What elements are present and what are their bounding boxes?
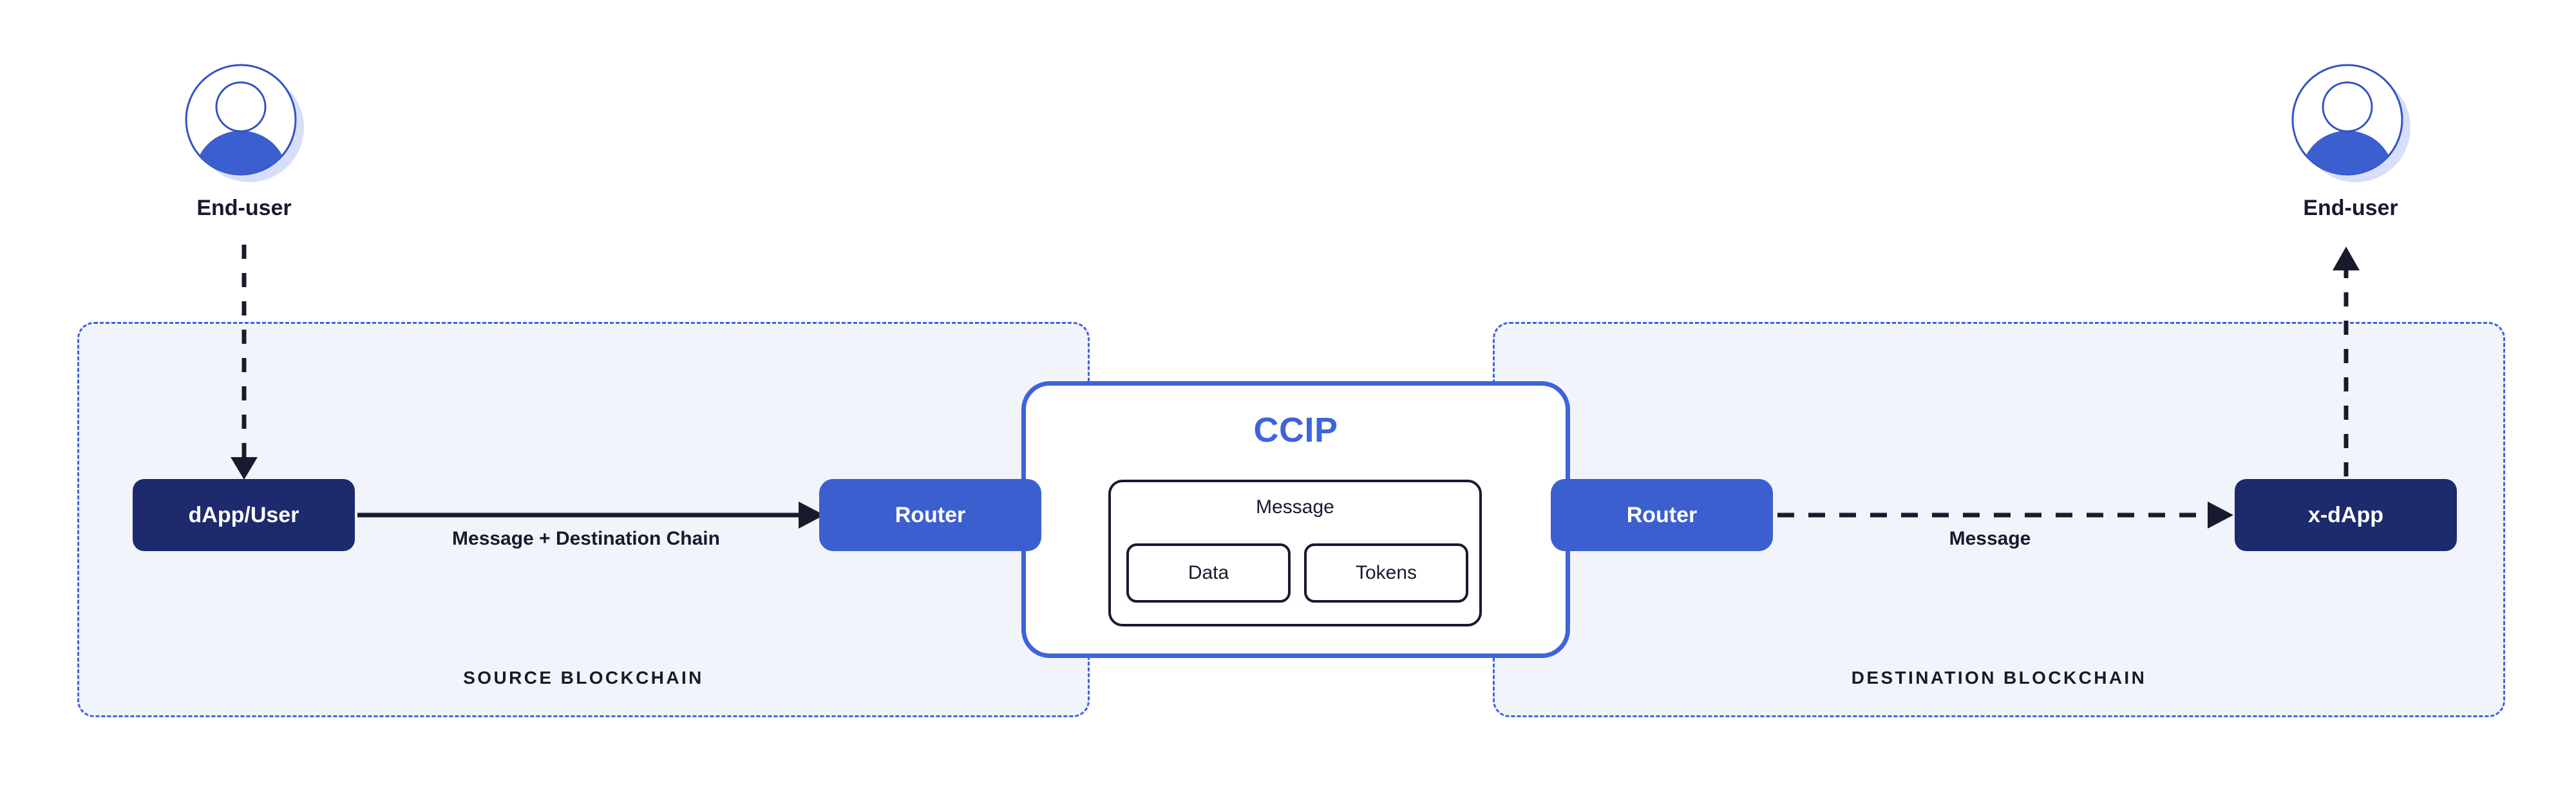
- edge-enduser-to-dapp: [231, 245, 258, 480]
- user-avatar-icon: [185, 64, 304, 182]
- avatar-wrap-left: [160, 63, 328, 192]
- edge-xdapp-to-enduser: [2333, 247, 2360, 476]
- user-avatar-icon: [2291, 64, 2410, 182]
- edge-label-message-destination-chain: Message + Destination Chain: [452, 528, 720, 549]
- ccip-panel: CCIP Message Data Tokens: [1021, 381, 1570, 658]
- message-box: Message Data Tokens: [1108, 480, 1482, 626]
- message-part-tokens: Tokens: [1304, 543, 1468, 603]
- ccip-title: CCIP: [1253, 411, 1338, 449]
- node-router-source: Router: [819, 479, 1041, 551]
- node-router-destination: Router: [1551, 479, 1773, 551]
- message-part-data: Data: [1126, 543, 1291, 603]
- node-dapp-user: dApp/User: [133, 479, 355, 551]
- message-title: Message: [1256, 496, 1334, 518]
- end-user-label-right: End-user: [2303, 196, 2398, 220]
- edge-label-message: Message: [1949, 528, 2031, 549]
- edge-router-to-xdapp: [1777, 502, 2233, 529]
- actor-end-user-right: End-user: [2267, 63, 2434, 221]
- node-x-dapp: x-dApp: [2235, 479, 2457, 551]
- avatar-wrap-right: [2267, 63, 2434, 192]
- edge-dapp-to-router: [357, 502, 824, 529]
- end-user-label-left: End-user: [196, 196, 292, 220]
- region-source-label: SOURCE BLOCKCHAIN: [463, 668, 704, 688]
- region-destination-label: DESTINATION BLOCKCHAIN: [1851, 668, 2147, 688]
- actor-end-user-left: End-user: [160, 63, 328, 221]
